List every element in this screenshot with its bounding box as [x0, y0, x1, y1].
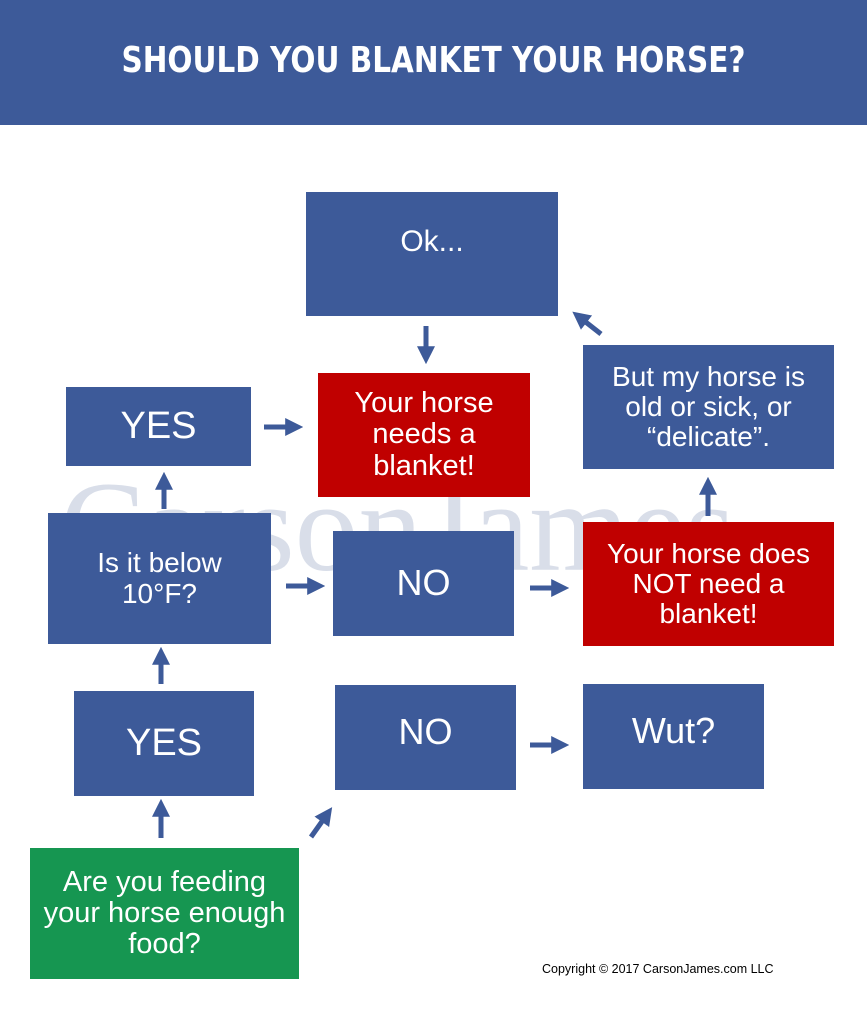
arrow-old-to-ok: [572, 311, 603, 336]
header-banner: SHOULD YOU BLANKET YOUR HORSE?: [0, 0, 867, 125]
node-needs-blanket: Your horse needs a blanket!: [318, 373, 530, 497]
page-title: SHOULD YOU BLANKET YOUR HORSE?: [121, 40, 746, 81]
node-yes-bottom: YES: [74, 691, 254, 796]
node-no-middle: NO: [333, 531, 514, 636]
node-no-bottom: NO: [335, 685, 516, 790]
node-no-blanket: Your horse does NOT need a blanket!: [583, 522, 834, 646]
node-ok: Ok...: [306, 192, 558, 316]
copyright-text: Copyright © 2017 CarsonJames.com LLC: [542, 962, 774, 976]
node-feeding: Are you feeding your horse enough food?: [30, 848, 299, 979]
node-yes-top: YES: [66, 387, 251, 466]
node-below-10f: Is it below 10°F?: [48, 513, 271, 644]
node-wut: Wut?: [583, 684, 764, 789]
arrow-feeding-to-no: [308, 807, 333, 839]
node-old-or-sick: But my horse is old or sick, or “delicat…: [583, 345, 834, 469]
